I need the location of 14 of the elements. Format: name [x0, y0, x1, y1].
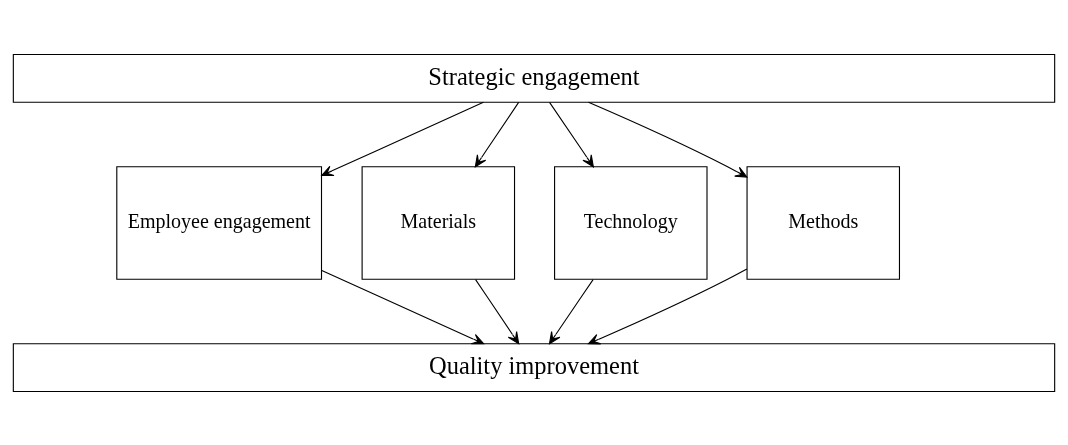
node-box: Quality improvement [12, 342, 1056, 392]
arrow [548, 278, 594, 344]
arrow [321, 269, 485, 344]
node-box: Employee engagement [116, 165, 323, 280]
arrow [587, 101, 748, 178]
arrow [474, 101, 520, 167]
arrow [475, 278, 520, 344]
node-box: Methods [746, 165, 901, 280]
node-box: Technology [554, 165, 708, 280]
arrow [549, 101, 594, 167]
node-box: Materials [361, 165, 516, 280]
node-box: Strategic engagement [12, 53, 1056, 103]
arrow [321, 101, 484, 176]
arrow [587, 267, 748, 344]
